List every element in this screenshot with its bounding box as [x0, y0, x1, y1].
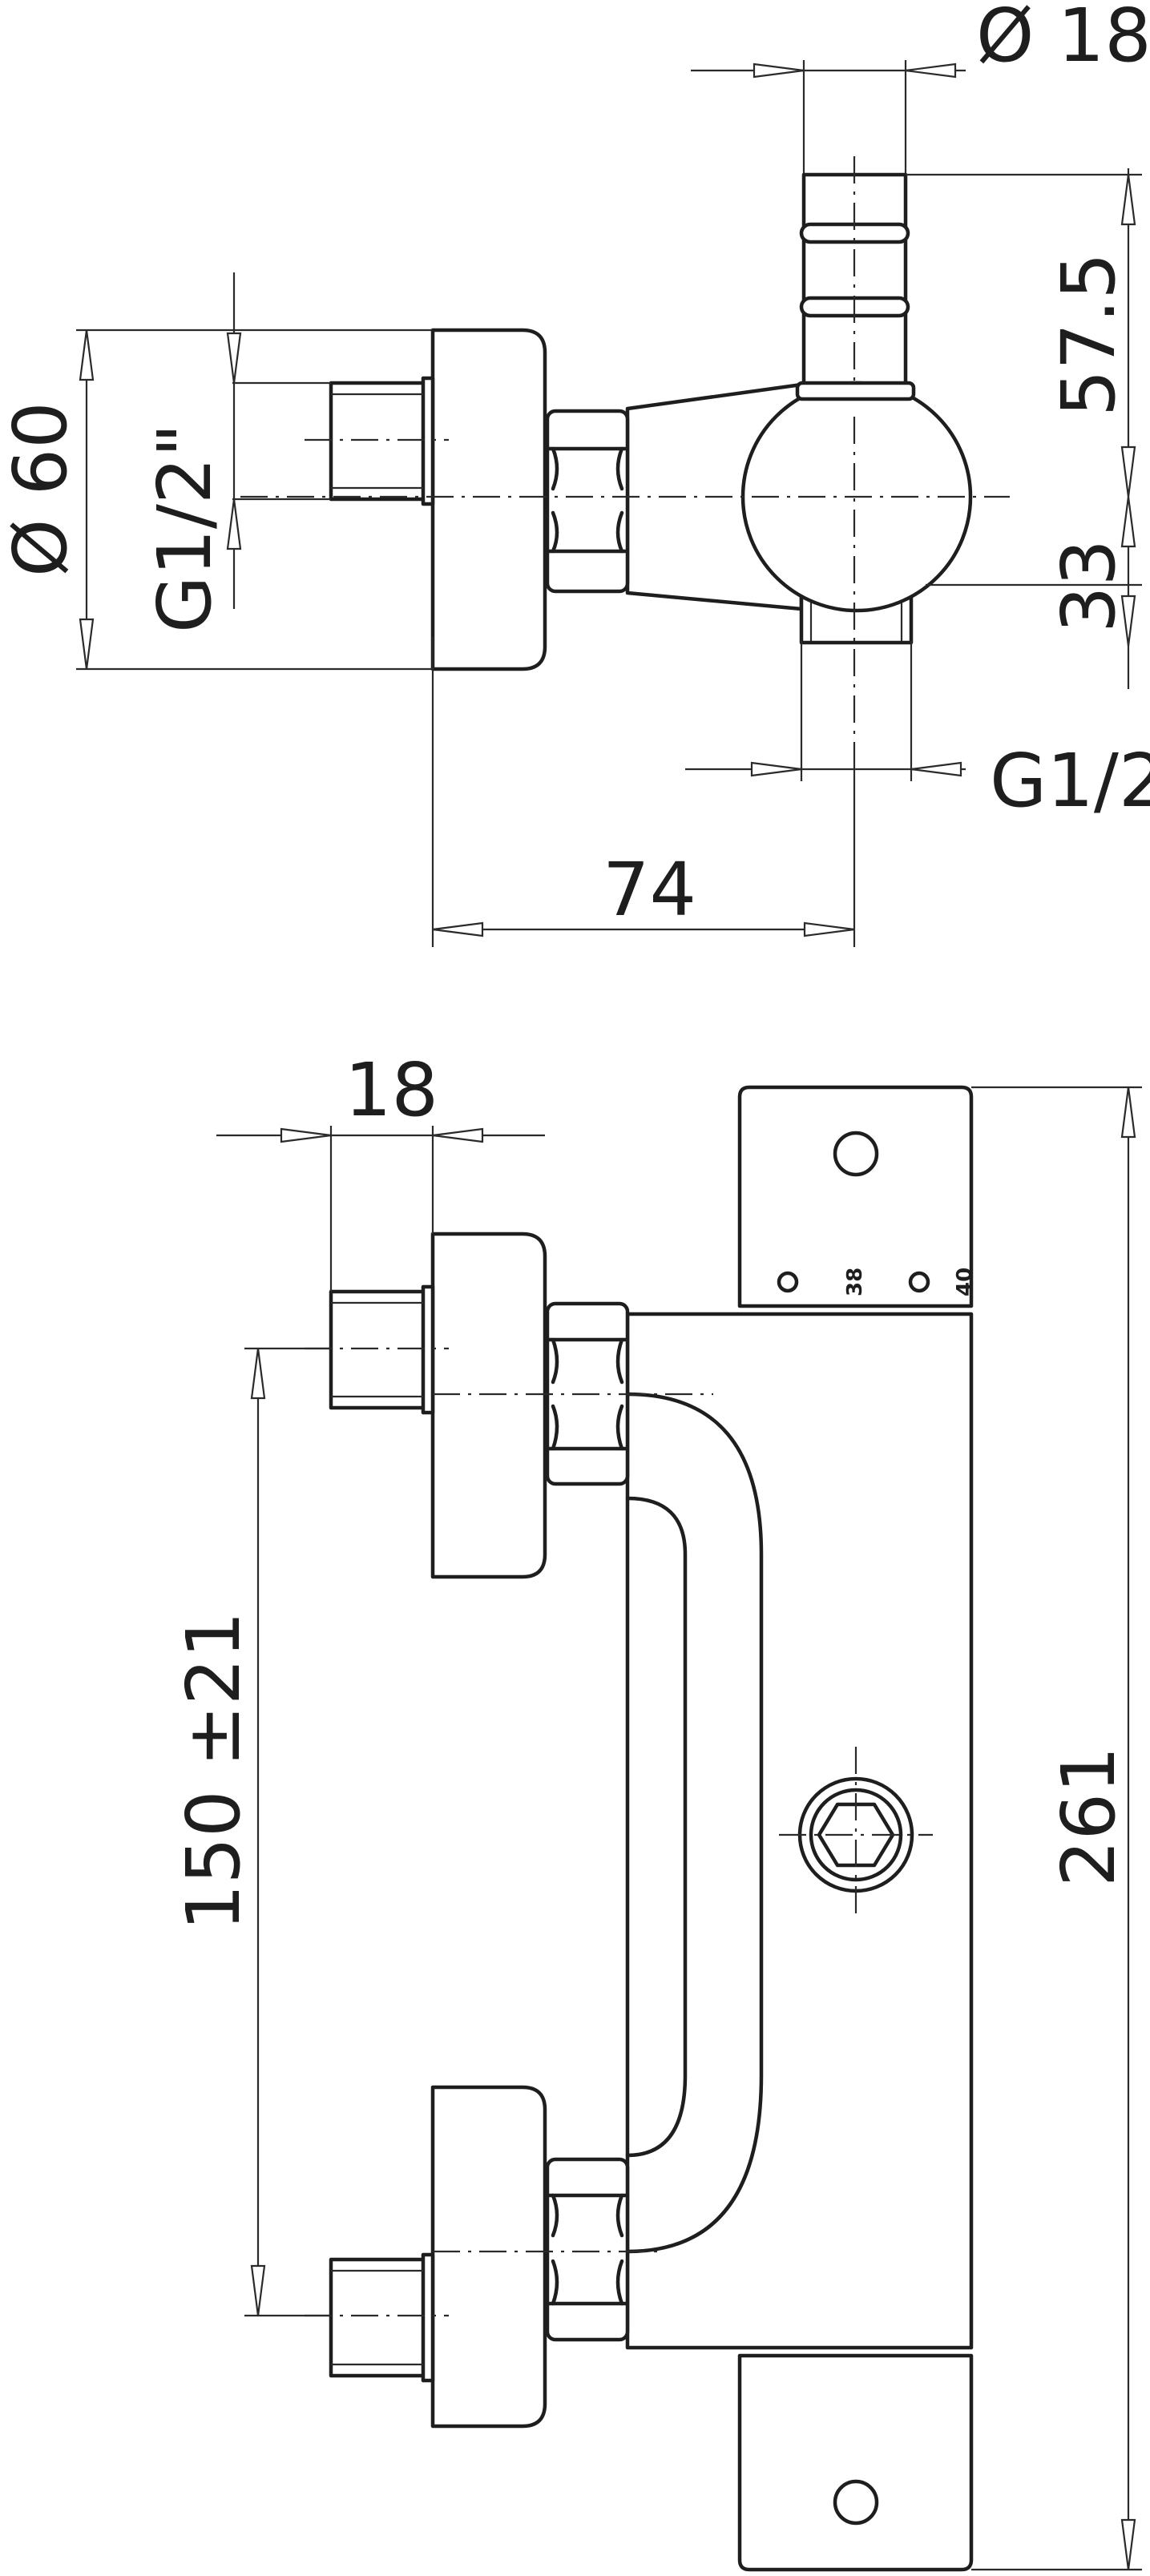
dim-150: 150 ±21	[171, 1347, 331, 2317]
body-outlet-nut	[779, 1747, 933, 1915]
dim-label-33: 33	[1046, 539, 1132, 633]
connecting-pipe	[625, 1392, 764, 2254]
dim-thread-bottom: G1/2"	[685, 641, 1150, 824]
dim-label-diameter-18: Ø 18	[976, 0, 1150, 79]
inlet-thread-top	[329, 376, 435, 506]
dim-label-74: 74	[603, 847, 696, 933]
scale-mark-40: 40	[953, 1268, 977, 1296]
dim-74: 74	[431, 637, 856, 947]
front-view: 38 40	[171, 1047, 1142, 2572]
dim-thread-left: G1/2"	[142, 272, 331, 633]
dim-label-thread-bottom: G1/2"	[990, 738, 1150, 824]
dim-261: 261	[971, 1086, 1142, 2571]
dim-vertical-right: 57.5 33	[906, 168, 1142, 689]
scale-mark-38: 38	[843, 1268, 867, 1296]
dim-diameter-18: Ø 18	[691, 0, 1150, 180]
spindle	[799, 156, 910, 389]
dim-label-thread-left: G1/2"	[142, 423, 228, 633]
dim-label-261: 261	[1046, 1746, 1132, 1887]
dim-label-diameter-60: Ø 60	[0, 401, 83, 577]
dim-18-front: 18	[216, 1047, 545, 1292]
inlet-lower	[305, 2085, 665, 2429]
dim-label-57-5: 57.5	[1046, 252, 1132, 417]
mounting-block-top: 38 40	[737, 1085, 977, 1308]
dim-label-18: 18	[345, 1047, 438, 1133]
wall-flange-top	[430, 328, 547, 671]
dim-label-150: 150 ±21	[171, 1611, 256, 1931]
dim-diameter-60: Ø 60	[0, 329, 433, 671]
inlet-upper	[305, 1232, 713, 1579]
hex-nut-top	[545, 409, 630, 594]
top-view: Ø 18	[0, 0, 1150, 947]
mounting-block-bottom	[737, 2353, 974, 2572]
